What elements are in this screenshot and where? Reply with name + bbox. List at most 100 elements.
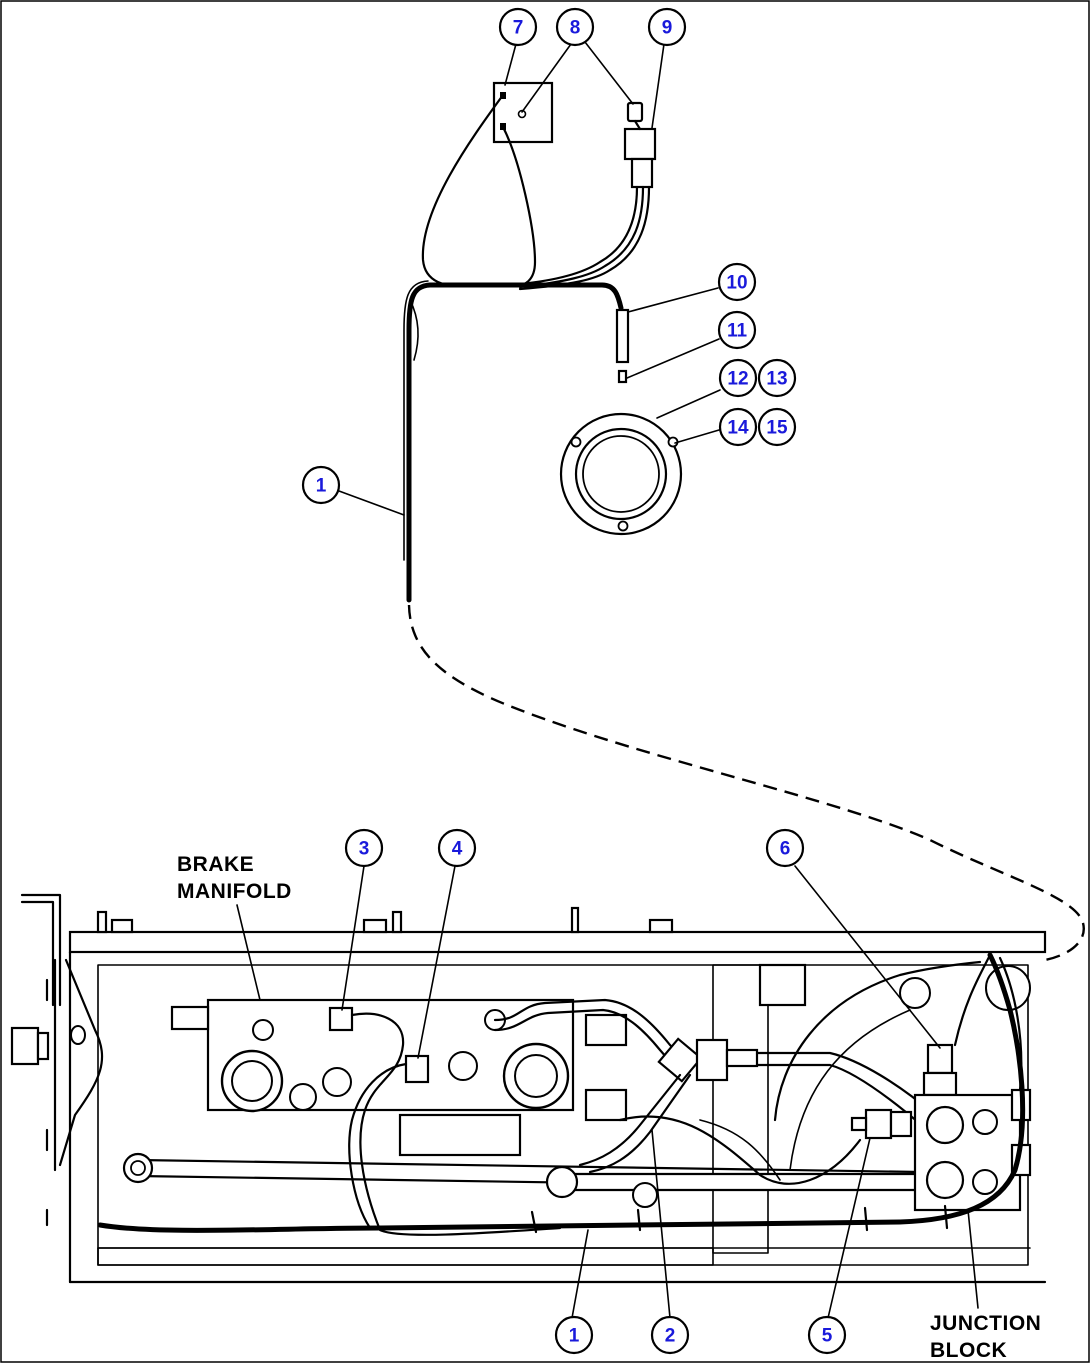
svg-text:2: 2 (665, 1326, 676, 1347)
leader-10 (627, 287, 719, 313)
sensor-wire-4 (348, 1062, 408, 1230)
lower-tube-fitting-left (545, 1165, 579, 1199)
right-fitting-top (899, 977, 931, 1009)
svg-text:9: 9 (662, 18, 673, 39)
leader-8a (521, 43, 572, 113)
callout-13: 13 (757, 358, 797, 398)
leader-junction-block (967, 1209, 979, 1309)
fuse-holder (615, 308, 630, 364)
light-screw-bottom (617, 520, 629, 532)
relay-socket (630, 157, 654, 189)
lower-tube (558, 1172, 937, 1192)
junction-block-label-line1: JUNCTION (930, 1312, 1041, 1335)
relay-wire-1 (518, 185, 639, 286)
leader-12-13 (656, 389, 721, 419)
svg-text:4: 4 (452, 839, 463, 860)
leader-brake-manifold (236, 904, 261, 1001)
leader-1-bottom (571, 1229, 589, 1319)
lower-tube-clamp (632, 1182, 658, 1208)
left-bracket-hole (70, 1025, 86, 1045)
lower-assembly (10, 893, 1047, 1284)
relay-tab (626, 101, 644, 123)
callout-11: 11 (717, 310, 757, 350)
harness-right-branch (953, 953, 1023, 1092)
wire-mid (699, 1119, 781, 1181)
leader-14-15 (674, 429, 720, 444)
manifold-port-a (252, 1019, 274, 1041)
upper-leaders (338, 41, 721, 516)
junction-block-label-line2: BLOCK (930, 1339, 1007, 1362)
svg-text:3: 3 (359, 839, 370, 860)
callout-1-top: 1 (301, 465, 341, 505)
wire-manifold-junction (618, 1115, 862, 1185)
fuse-terminal (617, 369, 628, 384)
harness-strand (403, 280, 429, 561)
sensor-3 (328, 1006, 354, 1032)
fitting-5-nut (850, 1116, 868, 1132)
svg-text:7: 7 (513, 18, 524, 39)
fitting-5 (864, 1108, 893, 1140)
svg-text:14: 14 (727, 418, 749, 439)
svg-text:13: 13 (766, 369, 787, 390)
valve-body-right-2 (584, 1088, 628, 1122)
manifold-port-d (448, 1051, 478, 1081)
harness-clip-3 (863, 1206, 869, 1232)
relay-wire-2 (518, 185, 645, 289)
lower-tube-bend (578, 1073, 692, 1174)
callout-2: 2 (650, 1315, 690, 1355)
harness-routing-dashed (407, 604, 1085, 962)
callout-9: 9 (647, 7, 687, 47)
callout-5: 5 (807, 1315, 847, 1355)
upper-tube-b (493, 1008, 682, 1075)
callout-14: 14 (718, 407, 758, 447)
brake-manifold-label-line2: MANIFOLD (177, 880, 292, 903)
valve-body-right (584, 1013, 628, 1047)
leader-5 (827, 1137, 871, 1319)
callout-15: 15 (757, 407, 797, 447)
harness-strand-2 (409, 299, 419, 361)
manifold-port-b (289, 1083, 317, 1111)
lower-leaders (236, 865, 979, 1319)
leader-6 (794, 865, 941, 1049)
junction-block (913, 1093, 1022, 1212)
relay-neck (633, 119, 642, 131)
frame-post (712, 964, 769, 1254)
svg-text:5: 5 (822, 1326, 833, 1347)
upper-assembly (403, 81, 1085, 962)
leader-11 (626, 338, 720, 379)
right-bracket-box (758, 963, 807, 1007)
fitting-5-hex (889, 1110, 913, 1138)
manifold-hex-left-inner (231, 1060, 273, 1102)
leader-2 (651, 1129, 671, 1319)
callout-6: 6 (765, 828, 805, 868)
right-curve-2 (789, 1009, 911, 1171)
sensor-wire-3 (350, 1012, 562, 1236)
light-screw-left (570, 436, 582, 448)
leader-8b (584, 41, 634, 105)
svg-text:15: 15 (766, 418, 788, 439)
svg-text:6: 6 (780, 839, 791, 860)
frame-bottom-channel (97, 1247, 714, 1266)
callout-1-bottom: 1 (554, 1315, 594, 1355)
tube-tee-nut (725, 1048, 759, 1068)
callout-8: 8 (555, 7, 595, 47)
callout-10: 10 (717, 262, 757, 302)
manifold-hex-right-inner (514, 1054, 558, 1098)
harness-clip-1 (530, 1210, 538, 1234)
callout-4: 4 (437, 828, 477, 868)
leader-7 (504, 43, 517, 86)
junction-port-2 (925, 1160, 965, 1200)
svg-text:1: 1 (569, 1326, 580, 1347)
left-bracket-arm (53, 958, 104, 1172)
rail-bolts (96, 906, 674, 934)
svg-text:11: 11 (727, 321, 748, 342)
callout-7: 7 (498, 7, 538, 47)
switch-screw (517, 109, 527, 119)
svg-text:10: 10 (726, 273, 747, 294)
tube-tee (695, 1038, 729, 1082)
leader-4 (417, 865, 456, 1059)
right-curve-1 (773, 960, 982, 1122)
svg-text:12: 12 (727, 369, 748, 390)
left-knob-shaft (36, 1031, 50, 1061)
manifold-port-c (322, 1067, 352, 1097)
